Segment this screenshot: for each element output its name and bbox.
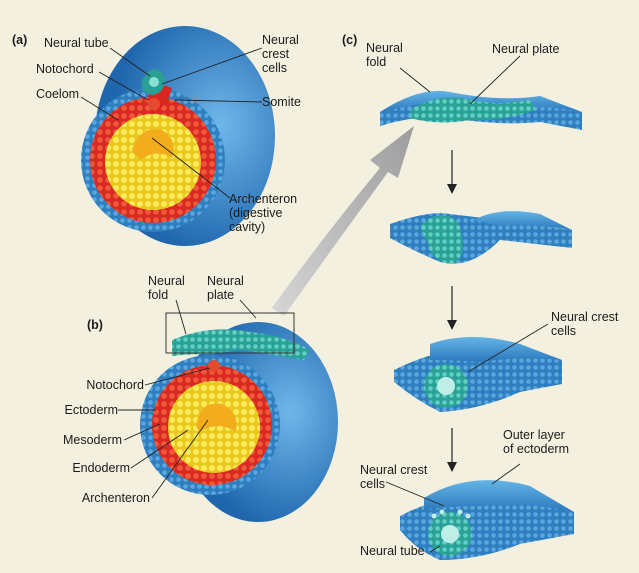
label-a-somite: Somite bbox=[262, 95, 301, 109]
label-b-notochord: Notochord bbox=[86, 378, 144, 392]
label-a-neural-crest-cells: Neural crest cells bbox=[262, 33, 299, 75]
label-a-notochord: Notochord bbox=[36, 62, 94, 76]
label-c-outer-layer-of-ectoderm: Outer layer of ectoderm bbox=[503, 428, 570, 456]
label-b-mesoderm: Mesoderm bbox=[62, 433, 122, 447]
label-b-archenteron: Archenteron bbox=[81, 491, 150, 505]
leader-lines bbox=[80, 47, 549, 553]
step-arrow-3-head bbox=[447, 462, 457, 472]
label-c-neural-crest-cells-1: Neural crest cells bbox=[551, 310, 619, 338]
panel-label-b: (b) bbox=[87, 318, 103, 332]
stage-c4 bbox=[400, 480, 574, 560]
label-b-ectoderm: Ectoderm bbox=[64, 403, 119, 417]
label-b-endoderm: Endoderm bbox=[72, 461, 130, 475]
label-a-archenteron: Archenteron (digestive cavity) bbox=[229, 192, 298, 234]
label-c-neural-plate: Neural plate bbox=[492, 42, 560, 56]
label-c-neural-fold: Neural fold bbox=[366, 41, 403, 69]
stage-c1 bbox=[380, 90, 582, 130]
label-a-neural-tube: Neural tube bbox=[44, 36, 109, 50]
embryo-b bbox=[140, 312, 338, 522]
label-b-neural-plate: Neural plate bbox=[207, 274, 244, 302]
panel-label-c: (c) bbox=[342, 33, 358, 47]
transition-arrow bbox=[272, 126, 414, 316]
label-c-neural-crest-cells-2: Neural crest cells bbox=[360, 463, 428, 491]
label-b-neural-fold: Neural fold bbox=[148, 274, 185, 302]
panel-label-a: (a) bbox=[12, 33, 28, 47]
embryo-a bbox=[81, 26, 275, 246]
stage-c2 bbox=[390, 211, 572, 264]
step-arrow-1-head bbox=[447, 184, 457, 194]
step-arrow-2-head bbox=[447, 320, 457, 330]
stage-c3 bbox=[394, 337, 562, 412]
label-c-neural-tube: Neural tube bbox=[360, 544, 425, 558]
label-a-coelom: Coelom bbox=[36, 87, 80, 101]
